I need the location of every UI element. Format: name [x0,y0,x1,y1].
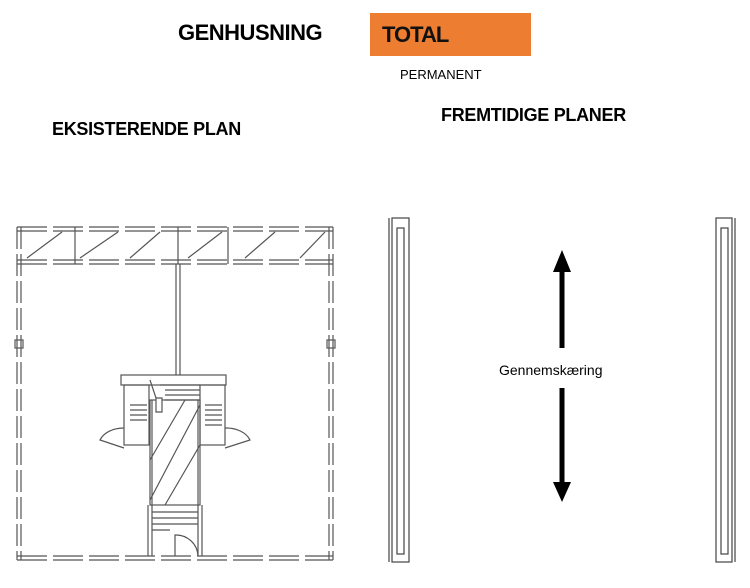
section-label: Gennemskæring [499,362,603,378]
total-tab-label: TOTAL [382,22,449,47]
existing-plan-heading: EKSISTERENDE PLAN [52,119,241,139]
subtitle: PERMANENT [400,67,482,82]
existing-floor-plan [14,226,336,561]
future-plans-heading: FREMTIDIGE PLANER [441,105,626,125]
section-wall-right [715,217,736,563]
section-wall-left [388,217,410,563]
bottom-wall [17,555,333,561]
section-arrow-up [553,250,571,348]
section-arrow-down [553,388,571,502]
central-core [99,374,251,557]
top-wall [17,226,333,265]
page-title: GENHUSNING [178,20,323,45]
side-walls [14,227,336,560]
total-tab[interactable]: TOTAL [370,13,531,56]
